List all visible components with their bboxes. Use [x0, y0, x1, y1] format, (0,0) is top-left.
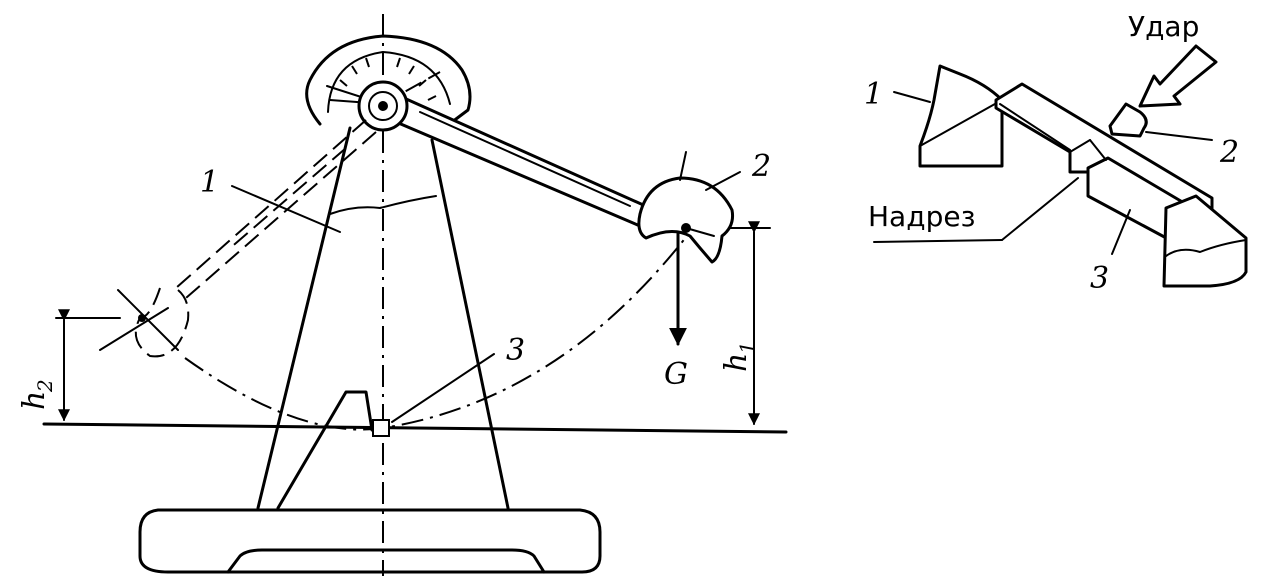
swing-arc — [184, 231, 691, 431]
specimen-square — [372, 419, 390, 437]
label-weight: G — [664, 357, 688, 392]
pendulum-arm — [380, 92, 652, 228]
pendulum-tester: 1 2 3 G h 1 h 2 — [17, 14, 788, 576]
specimen-detail: Удар Надрез 1 2 3 — [864, 10, 1248, 296]
machine-base — [138, 508, 602, 574]
left-support — [918, 64, 1004, 168]
label-frame: 1 — [200, 165, 219, 200]
label-hammer: 2 — [751, 149, 771, 184]
label-support: 1 — [864, 77, 883, 112]
right-support — [1162, 194, 1248, 288]
striker — [1108, 102, 1148, 138]
machine-frame — [256, 126, 510, 510]
pivot-hub — [357, 80, 409, 132]
impact-arrow — [1138, 44, 1218, 108]
scale-dial — [305, 34, 472, 126]
label-notch: Надрез — [868, 200, 975, 233]
label-h2: h — [17, 391, 52, 410]
label-h1-sub: 1 — [735, 341, 759, 354]
reference-line — [42, 422, 788, 434]
height-h2-dimension — [55, 309, 121, 422]
hammer-head — [637, 151, 734, 264]
label-striker: 2 — [1219, 135, 1239, 170]
label-h2-sub: 2 — [33, 379, 57, 393]
label-specimen-detail: 3 — [1090, 261, 1109, 296]
label-impact: Удар — [1128, 10, 1199, 43]
height-h1-dimension — [729, 221, 771, 426]
label-specimen: 3 — [506, 333, 525, 368]
raised-arm-position — [99, 119, 377, 358]
label-h1: h — [719, 353, 754, 372]
